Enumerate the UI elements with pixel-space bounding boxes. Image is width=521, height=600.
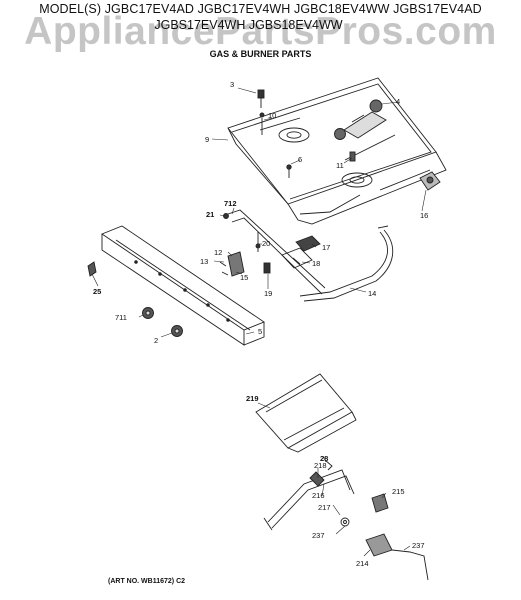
clip-part-11 [349,151,356,162]
callout-14: 14 [368,289,376,298]
broiler-plate [255,373,357,453]
leader-lines [91,87,427,557]
callout-5: 5 [258,327,262,336]
art-number: (ART NO. WB11672) C2 [108,578,186,585]
callout-6: 6 [298,155,302,164]
burner-box-frame [227,77,447,225]
knob-part-2 [171,325,183,337]
igniter-part-214 [365,533,429,581]
callout-219: 219 [246,394,259,403]
callout-25: 25 [93,287,101,296]
callout-218: 218 [314,461,327,470]
callout-18: 18 [312,259,320,268]
diagram-subtitle: GAS & BURNER PARTS [209,49,312,59]
callout-21: 21 [206,210,214,219]
burner-rear-left [278,127,310,143]
callout-4: 4 [396,97,400,106]
clip-part-25 [87,261,97,277]
regulator-fitting [419,171,441,191]
valve-assembly [334,99,387,140]
callout-13: 13 [200,257,208,266]
clip-part-19 [263,262,271,274]
screw-part-10 [259,112,265,135]
callout-28: 28 [320,454,328,463]
callout-3: 3 [230,80,234,89]
tube-part-28 [324,459,333,471]
screw-part-3 [257,89,265,108]
watermark: AppliancePartsPros.com [24,10,497,53]
callout-215: 215 [392,487,405,496]
callout-labels: 3 4 9 10 11 6 16 17 18 14 20 12 13 15 19… [93,80,428,568]
callout-217: 217 [318,503,331,512]
callout-237-right: 237 [412,541,425,550]
callout-12: 12 [214,248,222,257]
callout-9: 9 [205,135,209,144]
manifold-pipe [299,225,394,302]
callout-11: 11 [336,161,344,170]
callout-216: 216 [312,491,325,500]
callout-711: 711 [115,313,127,322]
burner-valve [281,235,321,269]
callout-214: 214 [356,559,369,568]
callout-19: 19 [264,289,272,298]
callout-17: 17 [322,243,330,252]
burner-front-right [341,172,373,188]
callout-20: 20 [262,239,270,248]
callout-237-left: 237 [312,531,325,540]
model-list-line-2: JGBS17EV4WH JGBS18EV4WW [154,18,343,32]
callout-10: 10 [268,111,276,120]
control-bracket [227,209,326,295]
spacer-part-217 [340,517,350,527]
model-list-line-1: MODEL(S) JGBC17EV4AD JGBC17EV4WH JGBC18E… [39,2,482,16]
oven-burner-tube [263,469,355,531]
callout-2: 2 [154,336,158,345]
control-panel [101,225,265,346]
screw-part-6 [286,164,292,178]
callout-16: 16 [420,211,428,220]
knob-part-711 [142,307,154,319]
callout-15: 15 [240,273,248,282]
callout-712: 712 [224,199,237,208]
switch-assembly [219,251,245,277]
igniter-bracket [371,493,389,513]
pin-part-20 [255,232,261,252]
